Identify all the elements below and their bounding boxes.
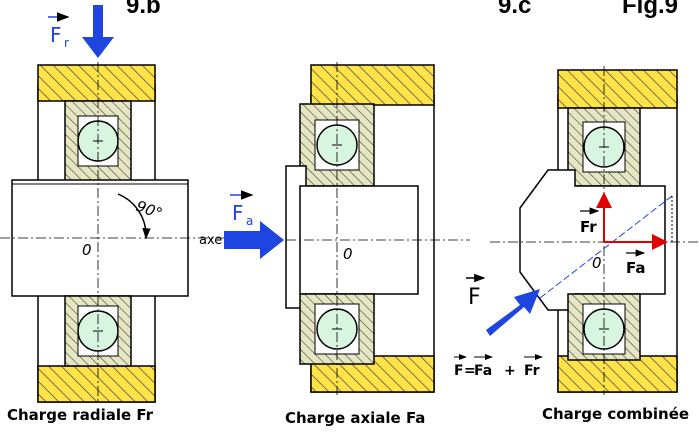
axial-force-arrow-icon: [224, 221, 284, 259]
svg-text:Fa: Fa: [626, 259, 646, 277]
caption-radial-load: Charge radiale Fr: [7, 406, 154, 424]
combined-force-label: F: [466, 273, 486, 310]
svg-text:Fr: Fr: [524, 363, 540, 379]
figure-label-fig9: Fig.9: [622, 0, 679, 19]
svg-text:+: +: [504, 363, 516, 379]
figure-label-9c: 9.c: [498, 0, 532, 19]
fa-component-label: Fa: [626, 249, 646, 277]
assembly-combined: Fr Fa 0 F F = Fa + Fr: [454, 66, 699, 395]
housing-bottom: [557, 355, 678, 393]
svg-text:Fa: Fa: [474, 363, 492, 379]
radial-force-arrow-icon: [82, 5, 114, 58]
axial-force-label: F a: [230, 190, 254, 228]
svg-text:F: F: [50, 23, 62, 47]
assembly-axial: 0 F a: [224, 62, 470, 395]
svg-text:F: F: [454, 363, 464, 379]
svg-text:a: a: [246, 214, 253, 228]
caption-axial-load: Charge axiale Fa: [285, 409, 426, 427]
svg-text:Fr: Fr: [580, 218, 597, 236]
axis-label: axe: [199, 233, 222, 248]
svg-text:F: F: [232, 201, 244, 225]
assembly-radial: 90° 0 F r axe: [0, 5, 240, 403]
combined-force-arrow-icon: [486, 289, 540, 336]
origin-label: 0: [592, 254, 602, 272]
resultant-line: [539, 195, 673, 299]
housing-top: [310, 64, 435, 106]
svg-text:r: r: [64, 36, 69, 50]
housing-top: [37, 64, 156, 102]
right-angle-arc: [117, 193, 151, 240]
force-equation: F = Fa + Fr: [454, 354, 543, 379]
radial-force-label: F r: [48, 12, 70, 50]
fr-component-label: Fr: [580, 207, 600, 236]
origin-label: 0: [343, 245, 353, 263]
figure-label-9b: 9.b: [126, 0, 161, 19]
svg-text:=: =: [464, 363, 476, 379]
housing-bottom: [37, 365, 156, 403]
svg-text:F: F: [468, 285, 481, 310]
housing-top: [557, 69, 678, 109]
origin-label: 0: [82, 241, 92, 259]
conical-shaft: [519, 169, 666, 311]
caption-combined-load: Charge combinée: [542, 405, 690, 423]
